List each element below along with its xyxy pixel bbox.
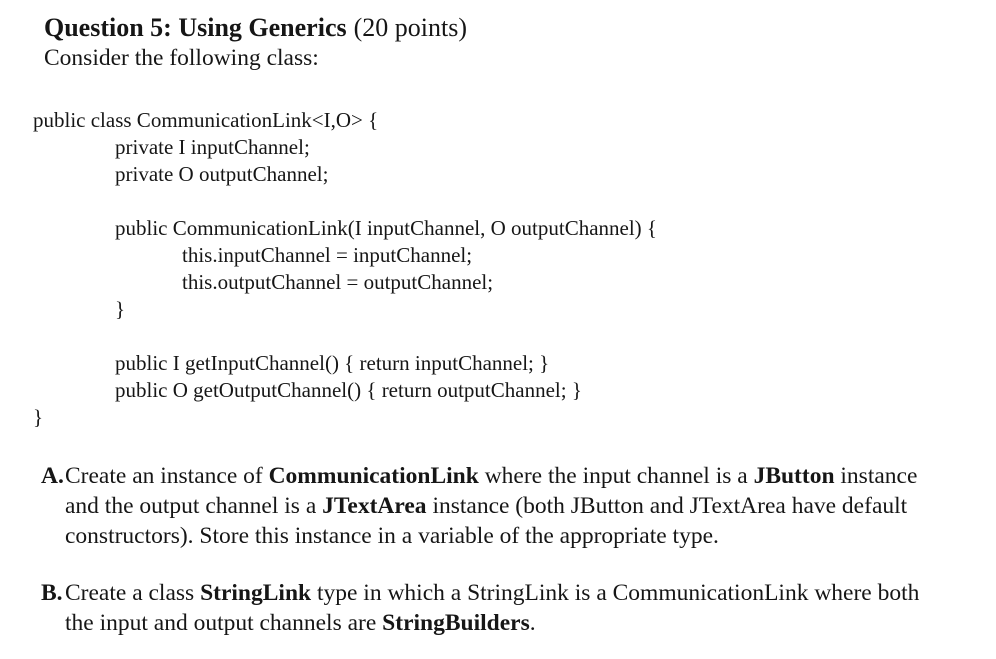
code-line: this.outputChannel = outputChannel; bbox=[182, 270, 494, 294]
code-line: public class CommunicationLink<I,O> { bbox=[33, 108, 379, 132]
code-line: public I getInputChannel() { return inpu… bbox=[115, 351, 550, 375]
question-label: B. bbox=[41, 580, 63, 606]
question-title: Question 5: Using Generics(20 points) bbox=[44, 13, 996, 43]
question-text: Create an instance of CommunicationLink … bbox=[65, 461, 996, 551]
code-line: } bbox=[115, 297, 126, 321]
question-item-a: A.Create an instance of CommunicationLin… bbox=[41, 461, 996, 551]
text-segment: Create an instance of bbox=[65, 463, 269, 489]
text-segment: . bbox=[529, 610, 536, 636]
text-segment: CommunicationLink bbox=[268, 463, 479, 489]
text-segment: instance (both JButton and JTextArea hav… bbox=[426, 493, 908, 519]
code-line: public CommunicationLink(I inputChannel,… bbox=[115, 216, 658, 240]
question-item-b: B.Create a class StringLink type in whic… bbox=[41, 578, 996, 638]
questions-list: A.Create an instance of CommunicationLin… bbox=[0, 461, 996, 638]
code-block: public class CommunicationLink<I,O> { pri… bbox=[0, 107, 996, 431]
text-segment: Create a class bbox=[65, 580, 201, 606]
text-segment: the input and output channels are bbox=[65, 610, 383, 636]
text-segment: instance bbox=[834, 463, 918, 489]
text-segment: constructors). Store this instance in a … bbox=[65, 523, 719, 549]
intro-text: Consider the following class: bbox=[44, 45, 319, 71]
text-segment: type in which a StringLink is a Communic… bbox=[311, 580, 920, 606]
text-segment: JButton bbox=[753, 463, 835, 489]
question-line: and the output channel is a JTextArea in… bbox=[65, 491, 996, 521]
text-segment: where the input channel is a bbox=[478, 463, 754, 489]
question-points: (20 points) bbox=[353, 13, 467, 42]
question-line: Create an instance of CommunicationLink … bbox=[65, 461, 996, 491]
text-segment: StringBuilders bbox=[382, 610, 530, 636]
code-line bbox=[33, 323, 996, 350]
question-header: Question 5: Using Generics(20 points) Co… bbox=[0, 0, 996, 73]
question-line: the input and output channels are String… bbox=[65, 608, 996, 638]
question-title-text: Question 5: Using Generics bbox=[44, 13, 347, 42]
question-text: Create a class StringLink type in which … bbox=[65, 578, 996, 638]
text-segment: and the output channel is a bbox=[65, 493, 323, 519]
code-line bbox=[33, 188, 996, 215]
code-line: public O getOutputChannel() { return out… bbox=[115, 378, 582, 402]
question-line: constructors). Store this instance in a … bbox=[65, 521, 996, 551]
code-line: private I inputChannel; bbox=[115, 135, 310, 159]
code-line: private O outputChannel; bbox=[115, 162, 329, 186]
question-label: A. bbox=[41, 463, 64, 489]
text-segment: JTextArea bbox=[322, 493, 427, 519]
question-line: Create a class StringLink type in which … bbox=[65, 578, 996, 608]
code-line: this.inputChannel = inputChannel; bbox=[182, 243, 473, 267]
text-segment: StringLink bbox=[200, 580, 312, 606]
code-line: } bbox=[33, 405, 44, 429]
